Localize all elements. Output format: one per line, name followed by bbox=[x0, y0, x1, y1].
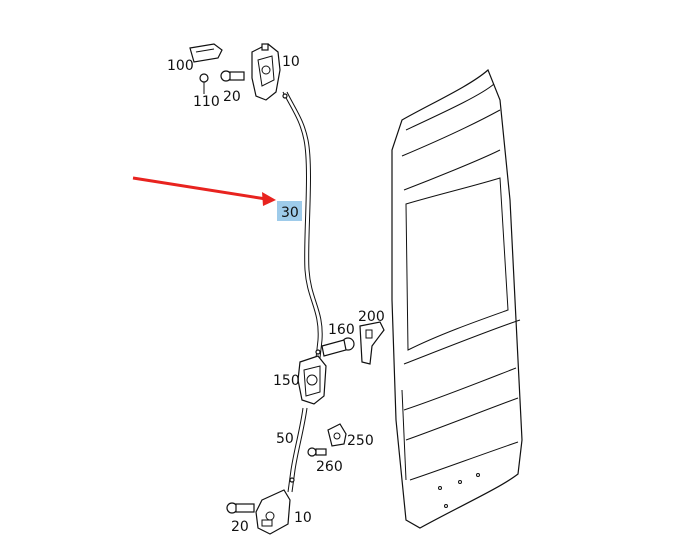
upper-latch bbox=[251, 43, 281, 101]
upper-cable bbox=[282, 91, 323, 359]
bolt-20-top bbox=[220, 70, 245, 82]
callout-250: 250 bbox=[347, 433, 374, 449]
middle-latch bbox=[297, 355, 327, 405]
callout-10-top: 10 bbox=[282, 54, 300, 70]
callout-100: 100 bbox=[167, 58, 194, 74]
lower-latch bbox=[255, 489, 291, 535]
screw-110 bbox=[199, 73, 209, 94]
callout-20-bottom: 20 bbox=[231, 519, 249, 535]
callout-260: 260 bbox=[316, 459, 343, 475]
callout-30-highlight bbox=[277, 201, 302, 221]
callout-160: 160 bbox=[328, 322, 355, 338]
rear-door bbox=[391, 68, 523, 529]
callout-20-top: 20 bbox=[223, 89, 241, 105]
screw-260 bbox=[307, 447, 327, 457]
callout-50: 50 bbox=[276, 431, 294, 447]
bolt-160 bbox=[321, 337, 355, 357]
callout-110: 110 bbox=[193, 94, 220, 110]
callout-10-bottom: 10 bbox=[294, 510, 312, 526]
striker-200 bbox=[359, 321, 385, 365]
bracket-250 bbox=[327, 423, 347, 447]
pointer-arrow bbox=[132, 176, 276, 206]
callout-200: 200 bbox=[358, 309, 385, 325]
bolt-20-bottom bbox=[226, 502, 255, 514]
callout-30: 30 bbox=[281, 205, 299, 221]
lower-cable bbox=[287, 407, 308, 493]
callout-150: 150 bbox=[273, 373, 300, 389]
bracket-100 bbox=[189, 43, 223, 63]
